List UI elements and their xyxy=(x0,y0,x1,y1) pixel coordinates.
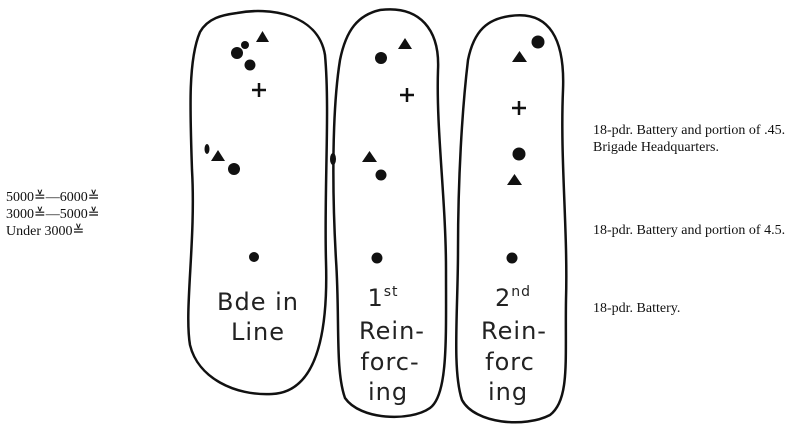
ordinal-suffix: st xyxy=(384,284,399,300)
range-legend-item: Under 3000≚ xyxy=(6,224,85,239)
column-label-1st-line2: forc- xyxy=(360,348,419,376)
note-third-row: 18-pdr. Battery. xyxy=(593,301,681,316)
note-second-row: 18-pdr. Battery and portion of 4.5. xyxy=(593,223,786,238)
column-label-2nd-line2: forc xyxy=(485,348,535,376)
column-outline-bde-in-line xyxy=(187,9,329,396)
column-outline-2nd-reinforcing xyxy=(454,13,568,424)
battery-circle-icon xyxy=(506,252,518,264)
battery-circle-icon xyxy=(228,163,240,175)
column-label-bde-line1: Bde in xyxy=(217,288,299,316)
column-label-2nd-line1: Rein- xyxy=(481,317,547,345)
column-label-bde-line2: Line xyxy=(231,318,285,346)
battery-circle-icon xyxy=(249,252,259,262)
column-ordinal-1st: 1st xyxy=(367,284,398,312)
column-label-1st-line3: ing xyxy=(368,378,408,406)
column-outline-1st-reinforcing xyxy=(332,8,448,419)
battery-circle-icon xyxy=(512,147,526,161)
column-label-2nd-line3: ing xyxy=(488,378,528,406)
howitzer-triangle-icon xyxy=(512,51,527,62)
howitzer-triangle-icon xyxy=(398,38,412,49)
brigade-hq-cross-icon xyxy=(400,88,414,102)
battery-circle-icon xyxy=(330,153,336,165)
howitzer-triangle-icon xyxy=(256,31,269,42)
battery-circle-icon xyxy=(244,59,256,71)
ordinal-number: 2 xyxy=(495,284,511,312)
range-legend: 5000≚—6000≚ 3000≚—5000≚ Under 3000≚ xyxy=(6,189,146,240)
battery-circle-icon xyxy=(375,52,387,64)
note-first-row: 18-pdr. Battery and portion of .45. Brig… xyxy=(593,123,786,155)
ordinal-number: 1 xyxy=(367,284,383,312)
range-legend-item: 5000≚—6000≚ xyxy=(6,190,100,205)
howitzer-triangle-icon xyxy=(507,174,522,185)
ordinal-suffix: nd xyxy=(511,284,531,300)
battery-circle-icon xyxy=(371,252,383,264)
brigade-hq-cross-icon xyxy=(512,101,526,115)
column-label-1st-line1: Rein- xyxy=(359,317,425,345)
range-legend-item: 3000≚—5000≚ xyxy=(6,207,100,222)
battery-circle-icon xyxy=(231,47,243,59)
battery-circle-icon xyxy=(241,41,249,49)
howitzer-triangle-icon xyxy=(211,150,225,161)
battery-circle-icon xyxy=(531,35,545,49)
column-ordinal-2nd: 2nd xyxy=(495,284,531,312)
battery-circle-icon xyxy=(204,144,210,154)
brigade-hq-cross-icon xyxy=(252,83,266,97)
howitzer-triangle-icon xyxy=(362,151,377,162)
battery-circle-icon xyxy=(375,169,387,181)
